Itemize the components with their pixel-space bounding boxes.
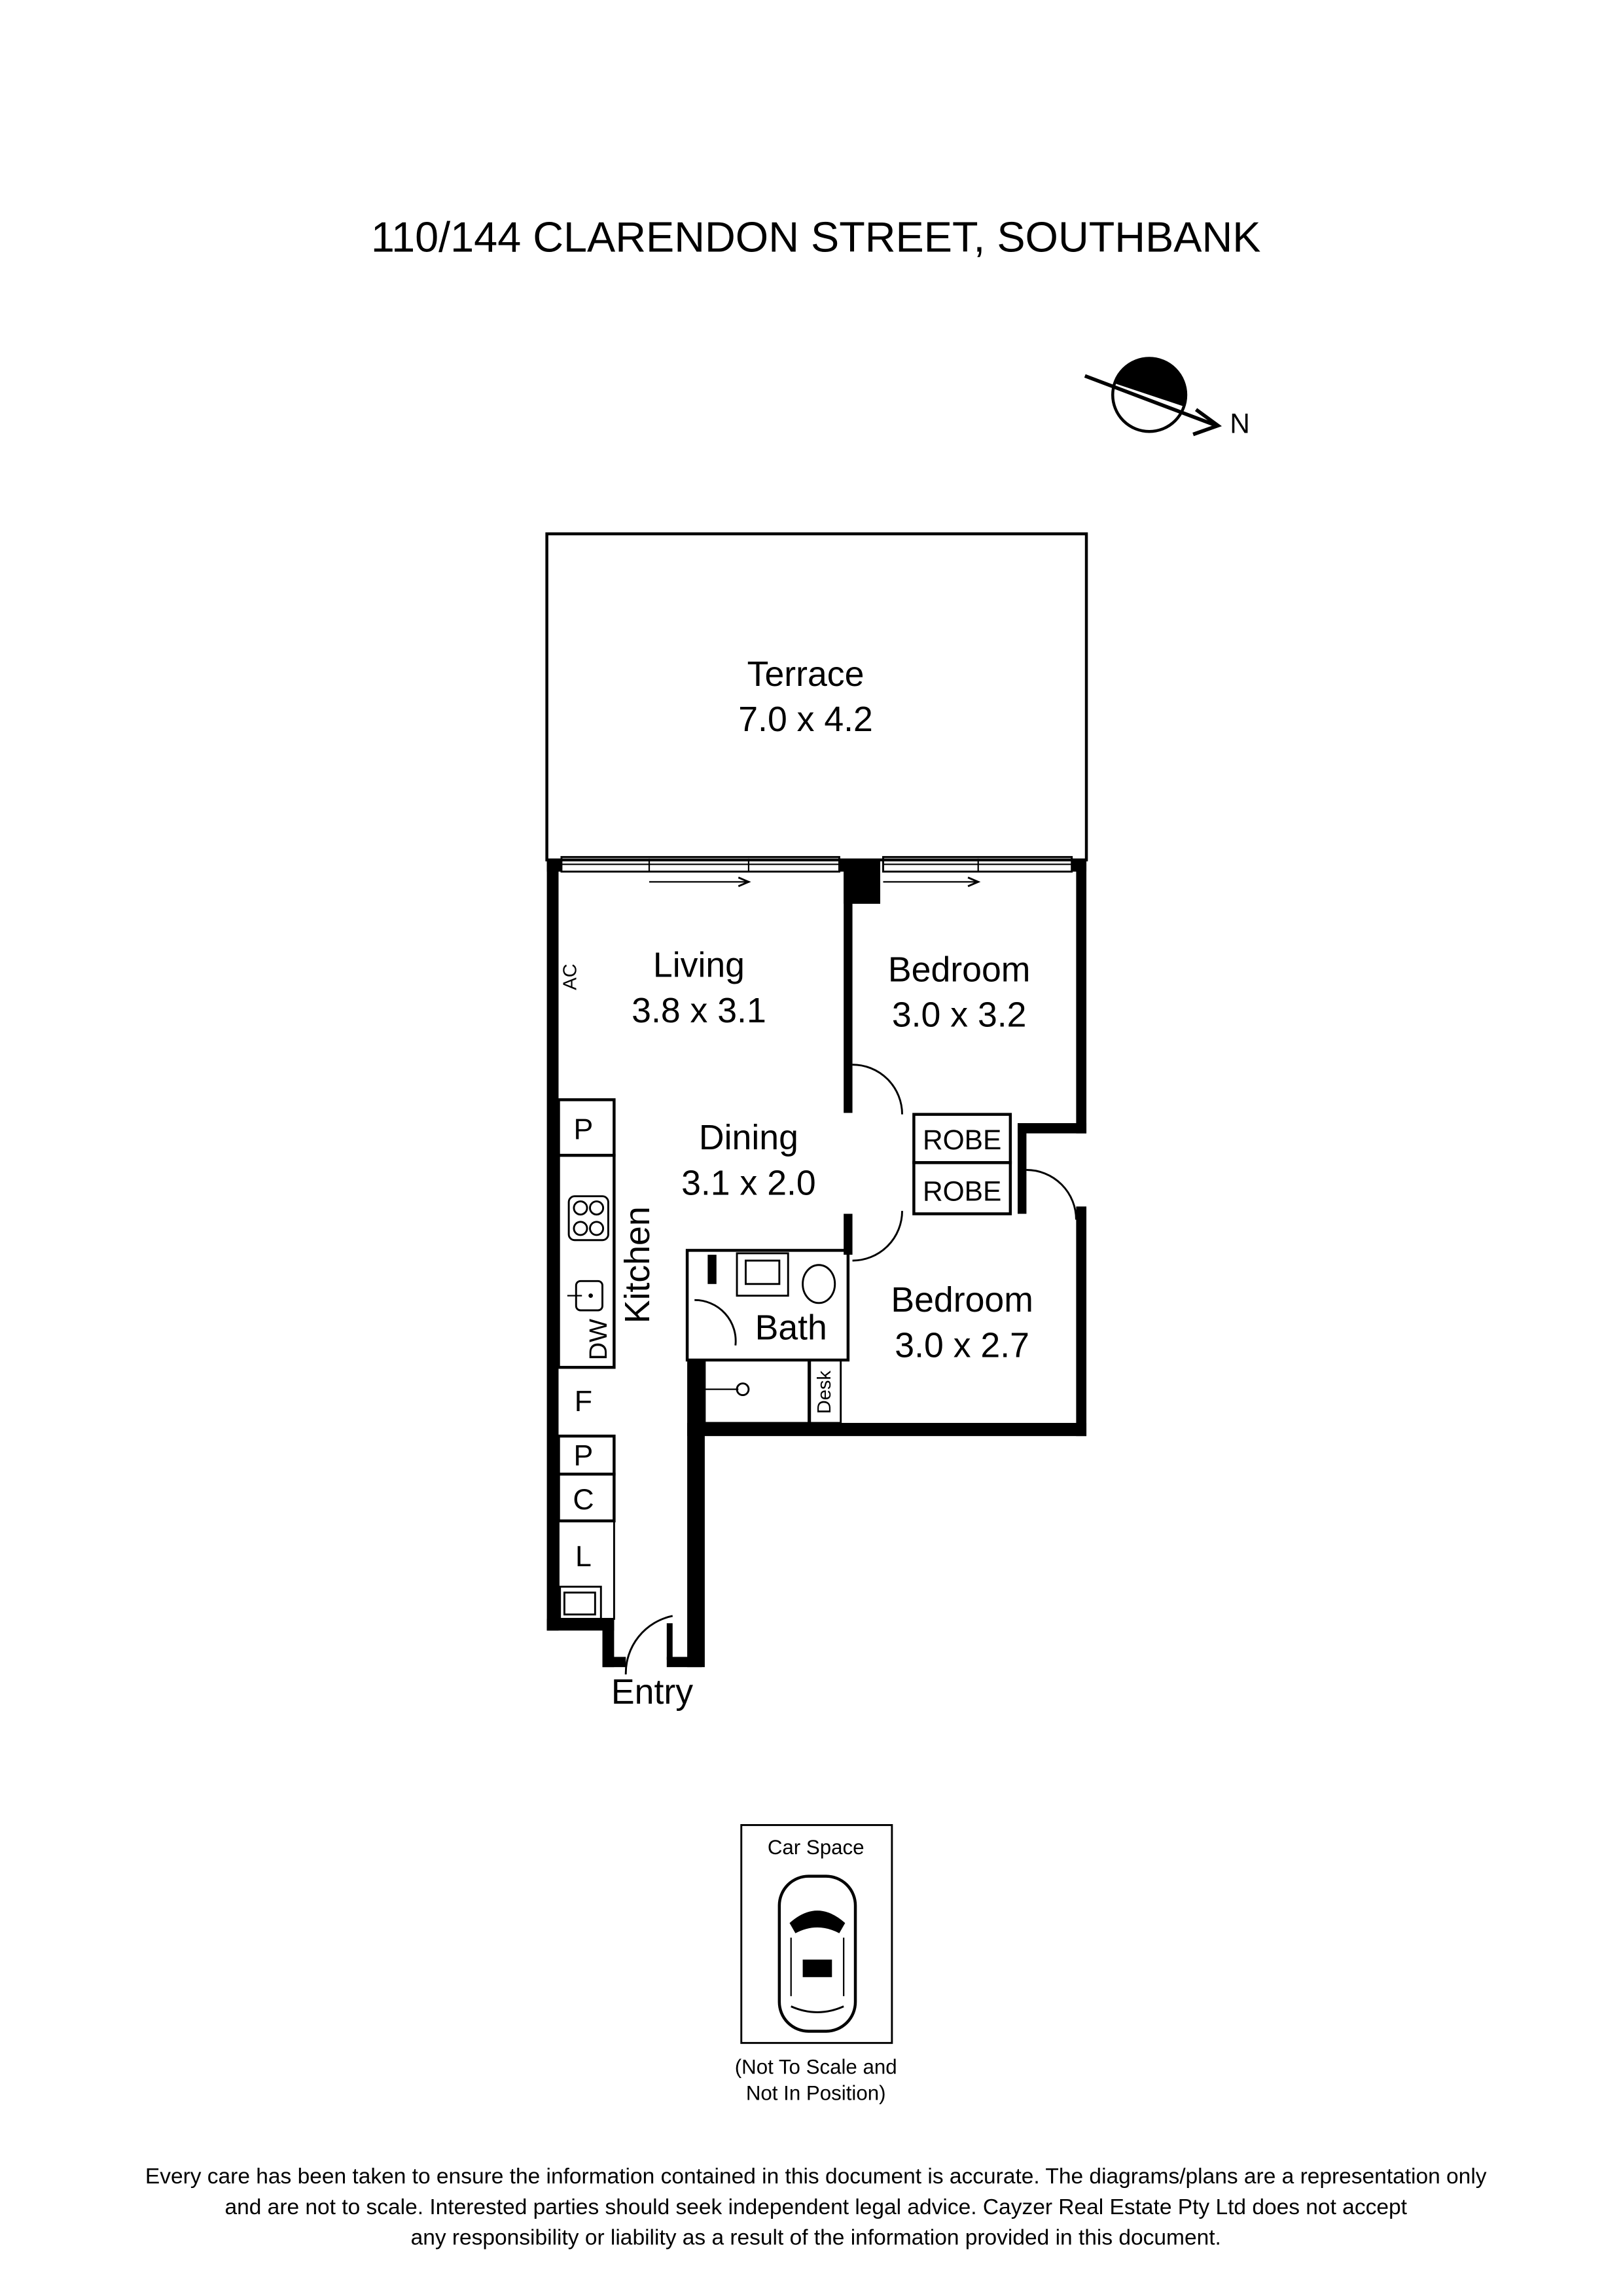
- shower-head-icon: [736, 1382, 750, 1397]
- fridge-label: F: [575, 1386, 592, 1418]
- vanity: [736, 1252, 789, 1297]
- car-space-label: Car Space: [768, 1836, 865, 1859]
- ac-label: AC: [560, 963, 580, 990]
- north-label: N: [1230, 408, 1250, 439]
- linen-label: L: [575, 1541, 592, 1573]
- entry-label: Entry: [611, 1672, 693, 1712]
- walls: [546, 859, 1087, 1668]
- living-size: 3.8 x 3.1: [632, 991, 766, 1030]
- toilet-icon: [802, 1264, 836, 1304]
- car-space-note-1: (Not To Scale and: [735, 2055, 897, 2078]
- bedroom2-size: 3.0 x 2.7: [895, 1325, 1029, 1365]
- bedroom2-side-door: [1026, 1169, 1077, 1220]
- basin-icon: [745, 1259, 781, 1285]
- kitchen-bench: [557, 1153, 616, 1369]
- north-arrow-icon: [1084, 357, 1222, 437]
- sliding-door-bedroom: [882, 855, 1073, 888]
- bedroom1-door: [852, 1064, 903, 1115]
- pantry2-label: P: [574, 1440, 594, 1472]
- kitchen-label: Kitchen: [618, 1206, 657, 1323]
- robe2-label: ROBE: [923, 1175, 1001, 1206]
- robe-2: [912, 1161, 1012, 1215]
- car-space-note-2: Not In Position): [746, 2081, 886, 2104]
- dining-label: Dining: [699, 1118, 798, 1157]
- sliding-door-living: [560, 855, 840, 888]
- robe1-label: ROBE: [923, 1124, 1001, 1155]
- terrace-area: [545, 532, 1088, 862]
- bedroom1-size: 3.0 x 3.2: [892, 996, 1027, 1035]
- bedroom2-label: Bedroom: [891, 1280, 1033, 1319]
- property-address-title: 110/144 CLARENDON STREET, SOUTHBANK: [371, 213, 1261, 260]
- bath-door: [694, 1299, 737, 1346]
- shower: [704, 1359, 812, 1424]
- terrace-label: Terrace: [747, 655, 865, 694]
- pantry1-label: P: [574, 1114, 594, 1146]
- car-icon: [777, 1874, 857, 2033]
- bedroom1-label: Bedroom: [888, 950, 1031, 989]
- disclaimer-line-3: any responsibility or liability as a res…: [411, 2226, 1221, 2250]
- disclaimer-line-2: and are not to scale. Interested parties…: [224, 2195, 1407, 2219]
- dining-size: 3.1 x 2.0: [681, 1163, 816, 1202]
- cupboard-label: C: [573, 1484, 594, 1516]
- dishwasher-label: DW: [585, 1319, 613, 1360]
- desk: [808, 1359, 842, 1424]
- living-label: Living: [653, 946, 745, 985]
- entry-door: [624, 1615, 673, 1675]
- car-space-box: [740, 1823, 893, 2044]
- bath-label: Bath: [755, 1308, 827, 1348]
- laundry-tub-icon: [559, 1585, 602, 1620]
- bedroom2-door: [852, 1211, 903, 1262]
- cooktop-icon: [567, 1195, 609, 1242]
- sink-icon: [567, 1280, 603, 1312]
- terrace-size: 7.0 x 4.2: [738, 700, 873, 739]
- desk-label: Desk: [814, 1371, 835, 1414]
- disclaimer-line-1: Every care has been taken to ensure the …: [145, 2164, 1487, 2189]
